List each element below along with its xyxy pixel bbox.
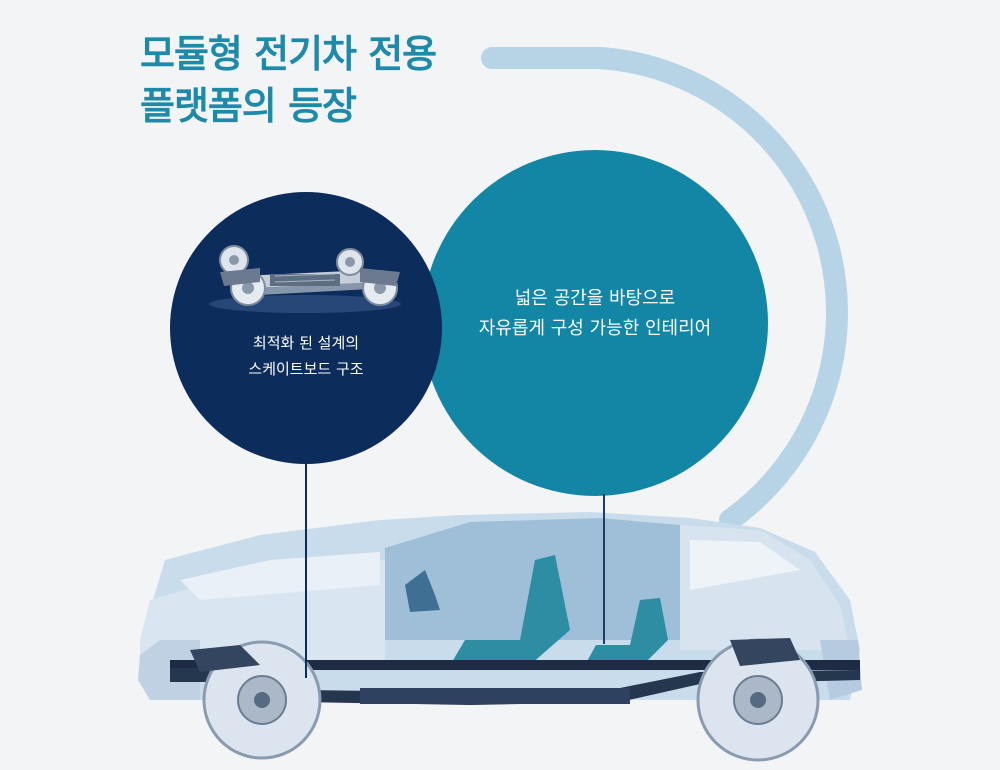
page-title: 모듈형 전기차 전용 플랫폼의 등장 bbox=[140, 28, 437, 132]
skateboard-caption-line-2: 스케이트보드 구조 bbox=[248, 360, 364, 378]
interior-caption-line-1: 넓은 공간을 바탕으로 bbox=[514, 288, 676, 309]
interior-leader-line bbox=[603, 494, 605, 644]
interior-caption-line-2: 자유롭게 구성 가능한 인테리어 bbox=[478, 318, 712, 339]
interior-caption: 넓은 공간을 바탕으로 자유롭게 구성 가능한 인테리어 bbox=[422, 284, 768, 344]
skateboard-caption-line-1: 최적화 된 설계의 bbox=[252, 334, 360, 352]
skateboard-platform-icon bbox=[209, 245, 401, 313]
title-line-2: 플랫폼의 등장 bbox=[140, 84, 357, 128]
skateboard-callout-circle bbox=[170, 192, 442, 464]
skateboard-caption: 최적화 된 설계의 스케이트보드 구조 bbox=[170, 330, 442, 382]
skateboard-leader-line bbox=[305, 440, 307, 678]
title-line-1: 모듈형 전기차 전용 bbox=[140, 32, 437, 76]
interior-callout-circle bbox=[422, 150, 768, 496]
